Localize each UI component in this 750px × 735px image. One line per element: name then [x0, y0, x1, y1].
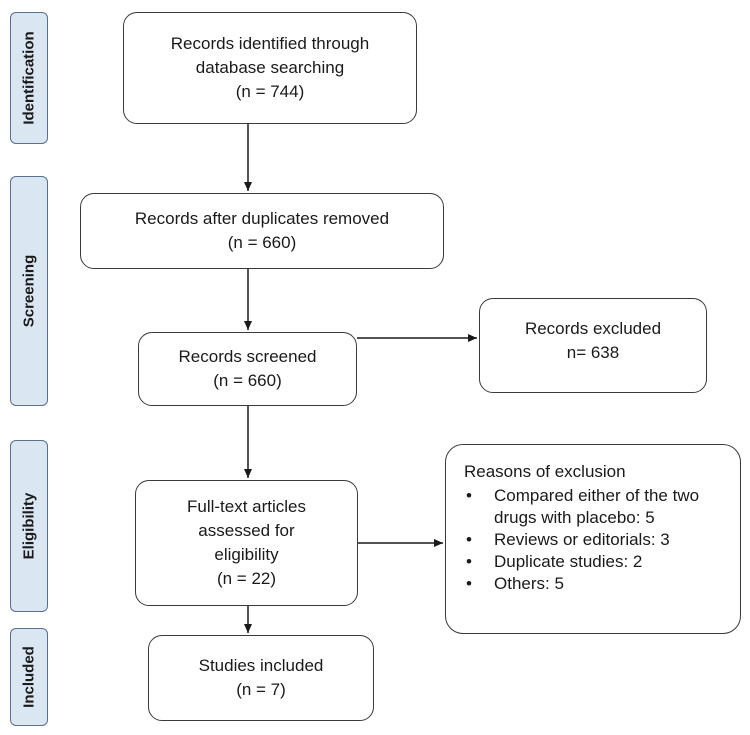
- fulltext-line1: Full-text articles: [186, 497, 307, 516]
- duplicates-line1: Records after duplicates removed: [134, 209, 390, 228]
- reason-item: Others: 5: [466, 573, 730, 595]
- included-line2: (n = 7): [236, 680, 286, 699]
- box-full-text-assessed: Full-text articles assessed for eligibil…: [135, 480, 358, 606]
- reason-item: Compared either of the two drugs with pl…: [466, 485, 730, 529]
- reasons-list: Compared either of the two drugs with pl…: [464, 485, 730, 595]
- phase-eligibility: Eligibility: [10, 440, 48, 612]
- phase-identification: Identification: [10, 12, 48, 144]
- screened-line1: Records screened: [178, 347, 317, 366]
- box-duplicates-removed: Records after duplicates removed (n = 66…: [80, 193, 444, 269]
- phase-screening: Screening: [10, 176, 48, 406]
- screened-line2: (n = 660): [213, 371, 282, 390]
- identified-line1: Records identified through: [170, 34, 370, 53]
- box-records-identified: Records identified through database sear…: [123, 12, 417, 124]
- fulltext-line4: (n = 22): [216, 569, 277, 588]
- box-records-excluded: Records excluded n= 638: [479, 298, 707, 393]
- included-line1: Studies included: [198, 656, 324, 675]
- reason-item: Duplicate studies: 2: [466, 551, 730, 573]
- reasons-title: Reasons of exclusion: [464, 462, 626, 481]
- box-studies-included: Studies included (n = 7): [148, 635, 374, 721]
- excluded-line2: n= 638: [566, 343, 620, 362]
- fulltext-line2: assessed for: [198, 521, 295, 540]
- fulltext-line3: eligibility: [214, 545, 279, 564]
- box-reasons-of-exclusion: Reasons of exclusion Compared either of …: [445, 444, 741, 634]
- identified-line2: database searching: [195, 58, 345, 77]
- reason-item: Reviews or editorials: 3: [466, 529, 730, 551]
- identified-line3: (n = 744): [235, 82, 305, 101]
- box-records-screened: Records screened (n = 660): [138, 332, 357, 406]
- phase-included: Included: [10, 628, 48, 726]
- excluded-line1: Records excluded: [524, 319, 662, 338]
- duplicates-line2: (n = 660): [227, 233, 297, 252]
